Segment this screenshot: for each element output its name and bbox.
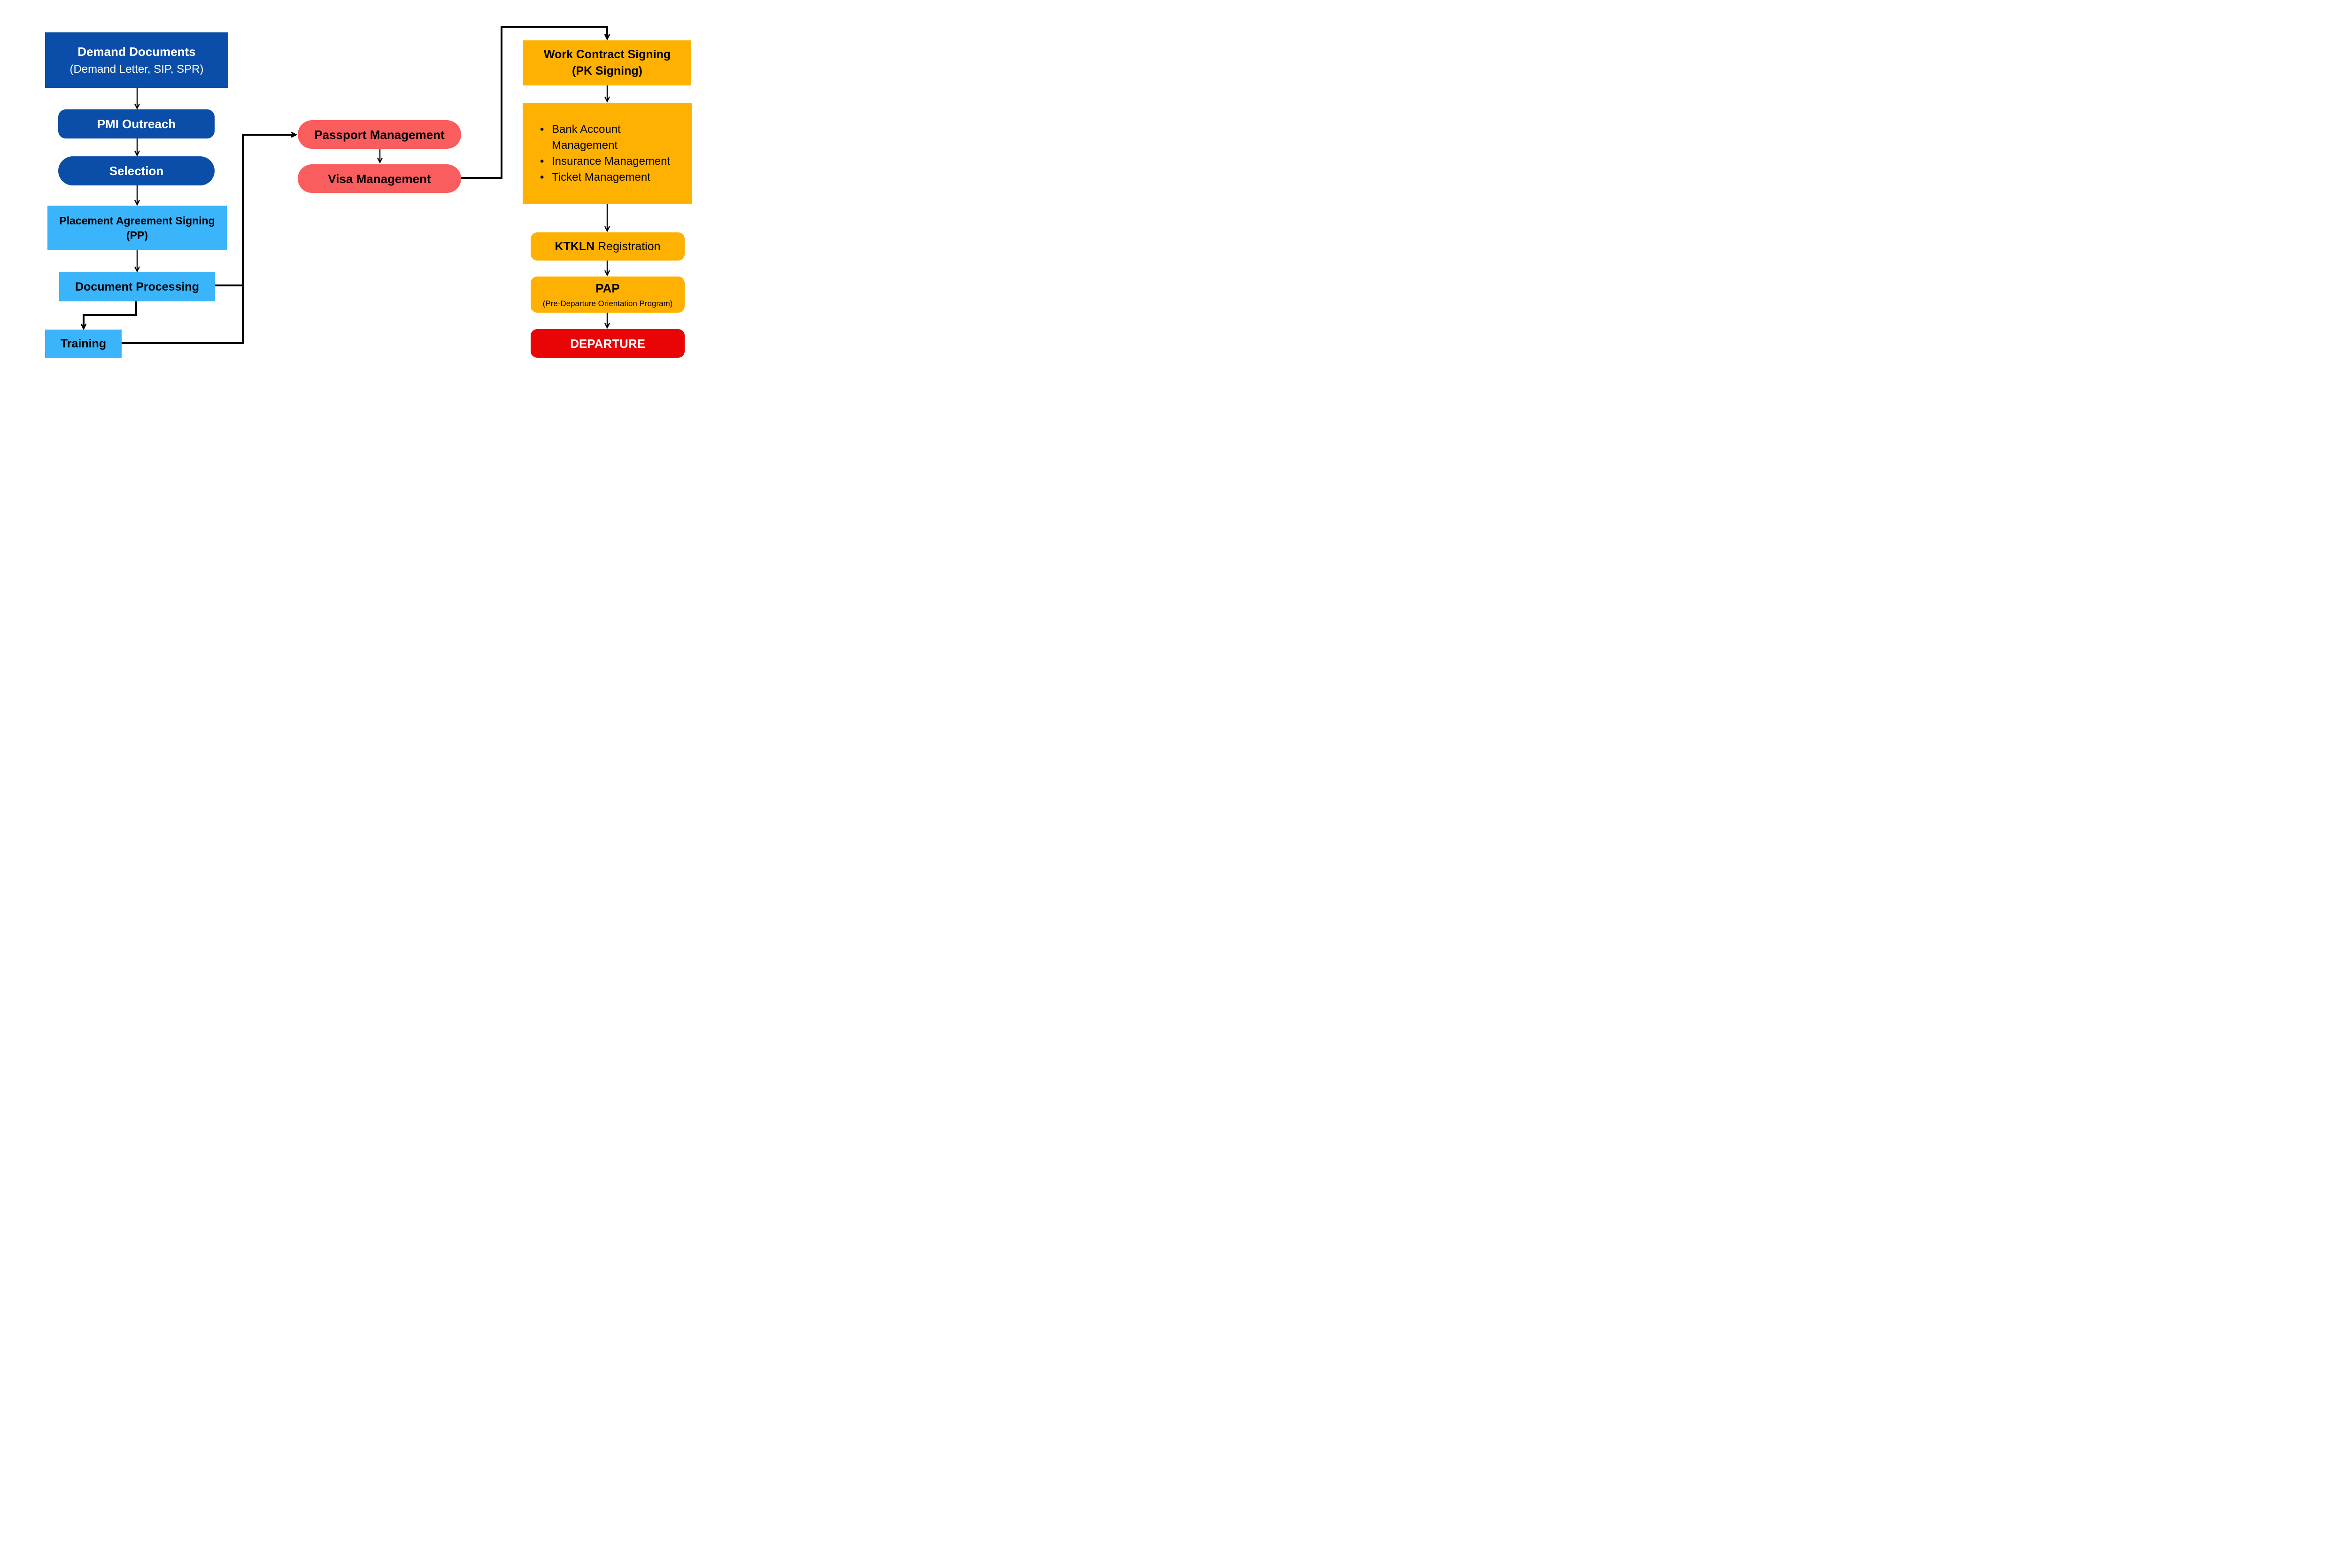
node-title: PMI Outreach bbox=[97, 117, 176, 131]
node-title: PAP bbox=[595, 281, 620, 295]
node-passport-management: Passport Management bbox=[298, 120, 461, 149]
node-title: Selection bbox=[109, 164, 164, 178]
arrowhead-icon bbox=[604, 323, 610, 329]
arrowhead-icon bbox=[134, 103, 140, 110]
arrowhead-icon bbox=[134, 150, 140, 157]
node-title: DEPARTURE bbox=[570, 336, 645, 351]
node-ktkln-registration: KTKLN Registration bbox=[531, 232, 685, 261]
node-title: KTKLN Registration bbox=[555, 239, 660, 254]
node-management-benefits-list: Bank Account Management Insurance Manage… bbox=[523, 103, 692, 204]
arrowhead-icon bbox=[604, 270, 610, 277]
node-title: Training bbox=[60, 337, 107, 350]
node-visa-management: Visa Management bbox=[298, 164, 461, 193]
connector-docproc-to-training bbox=[83, 301, 137, 329]
node-title-line1: Placement Agreement Signing bbox=[59, 214, 215, 227]
list-item: Ticket Management bbox=[539, 169, 675, 185]
node-title-line2: (PK Signing) bbox=[572, 64, 642, 77]
node-title: Passport Management bbox=[314, 127, 445, 142]
node-subtitle: (Demand Letter, SIP, SPR) bbox=[70, 62, 204, 76]
node-work-contract-signing: Work Contract Signing (PK Signing) bbox=[523, 40, 691, 85]
node-placement-agreement-signing: Placement Agreement Signing (PP) bbox=[47, 206, 227, 250]
arrowhead-icon bbox=[604, 96, 610, 103]
node-title: Document Processing bbox=[75, 280, 199, 293]
arrowhead-icon bbox=[134, 266, 140, 273]
arrowhead-icon bbox=[377, 157, 383, 164]
node-document-processing: Document Processing bbox=[59, 272, 215, 301]
arrowhead-icon bbox=[134, 200, 140, 206]
node-title-line1: Work Contract Signing bbox=[543, 48, 671, 61]
node-subtitle: (Pre-Departure Orientation Program) bbox=[542, 299, 673, 308]
arrowhead-icon bbox=[291, 131, 298, 138]
node-pap: PAP (Pre-Departure Orientation Program) bbox=[531, 277, 685, 313]
node-title: Demand Documents bbox=[77, 44, 196, 59]
node-departure: DEPARTURE bbox=[531, 329, 685, 358]
node-title-regular: Registration bbox=[595, 240, 661, 253]
list-item: Bank Account Management bbox=[539, 122, 675, 154]
node-selection: Selection bbox=[58, 156, 215, 185]
arrowhead-icon bbox=[604, 34, 610, 41]
node-title-bold: KTKLN bbox=[555, 240, 595, 253]
node-pmi-outreach: PMI Outreach bbox=[58, 109, 215, 138]
arrowhead-icon bbox=[80, 323, 87, 331]
list-item: Insurance Management bbox=[539, 154, 675, 169]
node-title-line2: (PP) bbox=[126, 229, 148, 241]
benefits-list: Bank Account Management Insurance Manage… bbox=[539, 122, 675, 185]
arrowhead-icon bbox=[604, 226, 610, 232]
node-demand-documents: Demand Documents (Demand Letter, SIP, SP… bbox=[45, 32, 228, 88]
node-title: Visa Management bbox=[328, 171, 431, 186]
flowchart-canvas: Demand Documents (Demand Letter, SIP, SP… bbox=[0, 0, 734, 392]
node-training: Training bbox=[45, 330, 122, 358]
